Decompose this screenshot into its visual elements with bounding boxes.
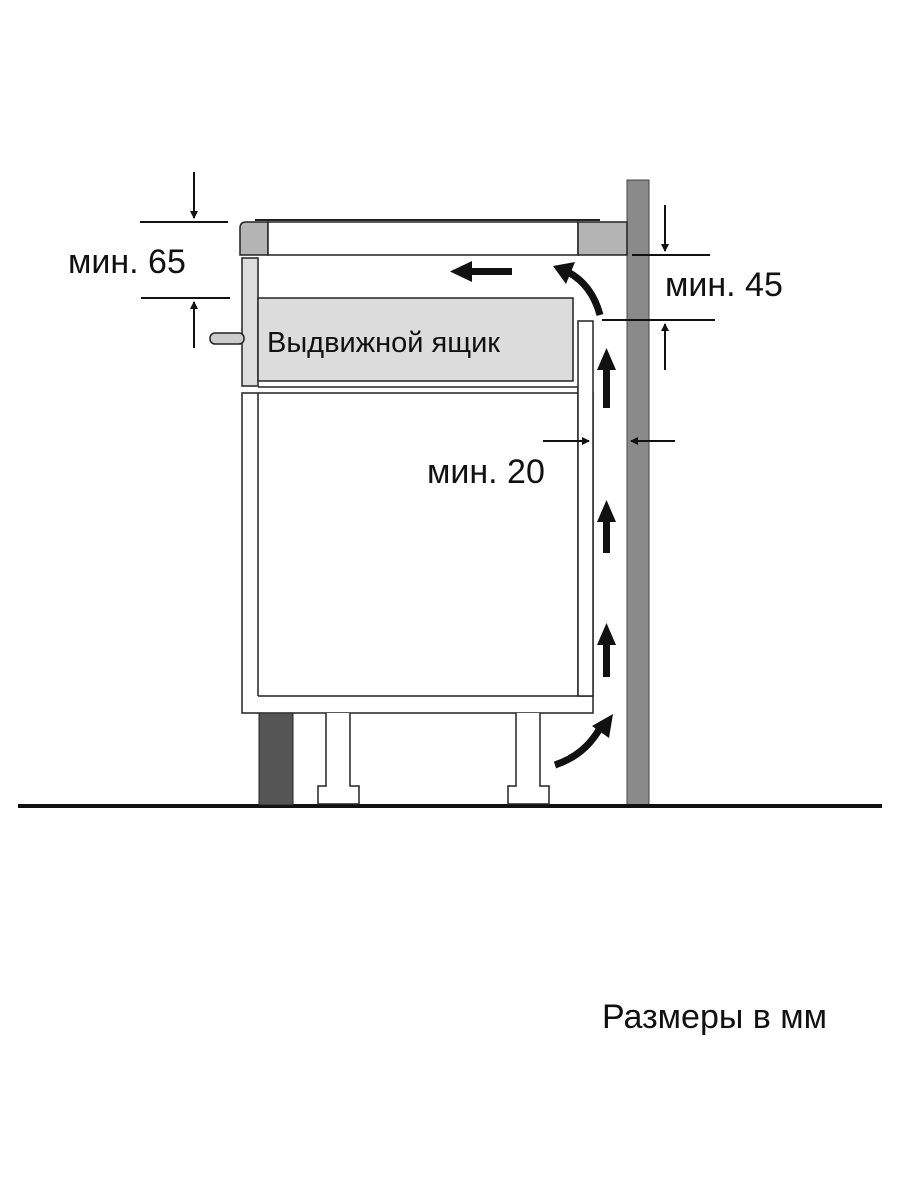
airflow-arrows: [450, 261, 616, 677]
wall: [626, 179, 650, 806]
curved-arrow-bottom-head: [592, 714, 613, 738]
curved-arrow-bottom-icon: [553, 726, 604, 769]
drawer: [257, 297, 574, 382]
back-panel: [577, 320, 594, 697]
curved-arrow-top-icon: [566, 268, 604, 316]
arrow-up-icon: [597, 348, 616, 408]
drawer-label: Выдвижной ящик: [267, 327, 500, 359]
dimension-label-min-45: мин. 45: [665, 266, 783, 304]
worktop: [239, 219, 628, 256]
front-panel-upper: [241, 257, 259, 387]
dimension-label-min-65: мин. 65: [68, 243, 186, 281]
plinth: [258, 712, 294, 806]
arrow-left-icon: [450, 261, 512, 282]
curved-arrow-top-head: [553, 262, 575, 284]
cabinet-body: [241, 387, 594, 714]
dimension-min-45: [602, 205, 715, 370]
cabinet-leg-left: [317, 713, 360, 805]
cabinet-leg-right: [507, 713, 550, 805]
units-note: Размеры в мм: [602, 998, 828, 1036]
dimension-label-min-20: мин. 20: [427, 453, 545, 491]
arrow-up-icon: [597, 623, 616, 677]
dimension-min-65: [140, 172, 230, 348]
drawer-handle: [209, 332, 245, 345]
arrow-up-icon: [597, 500, 616, 553]
